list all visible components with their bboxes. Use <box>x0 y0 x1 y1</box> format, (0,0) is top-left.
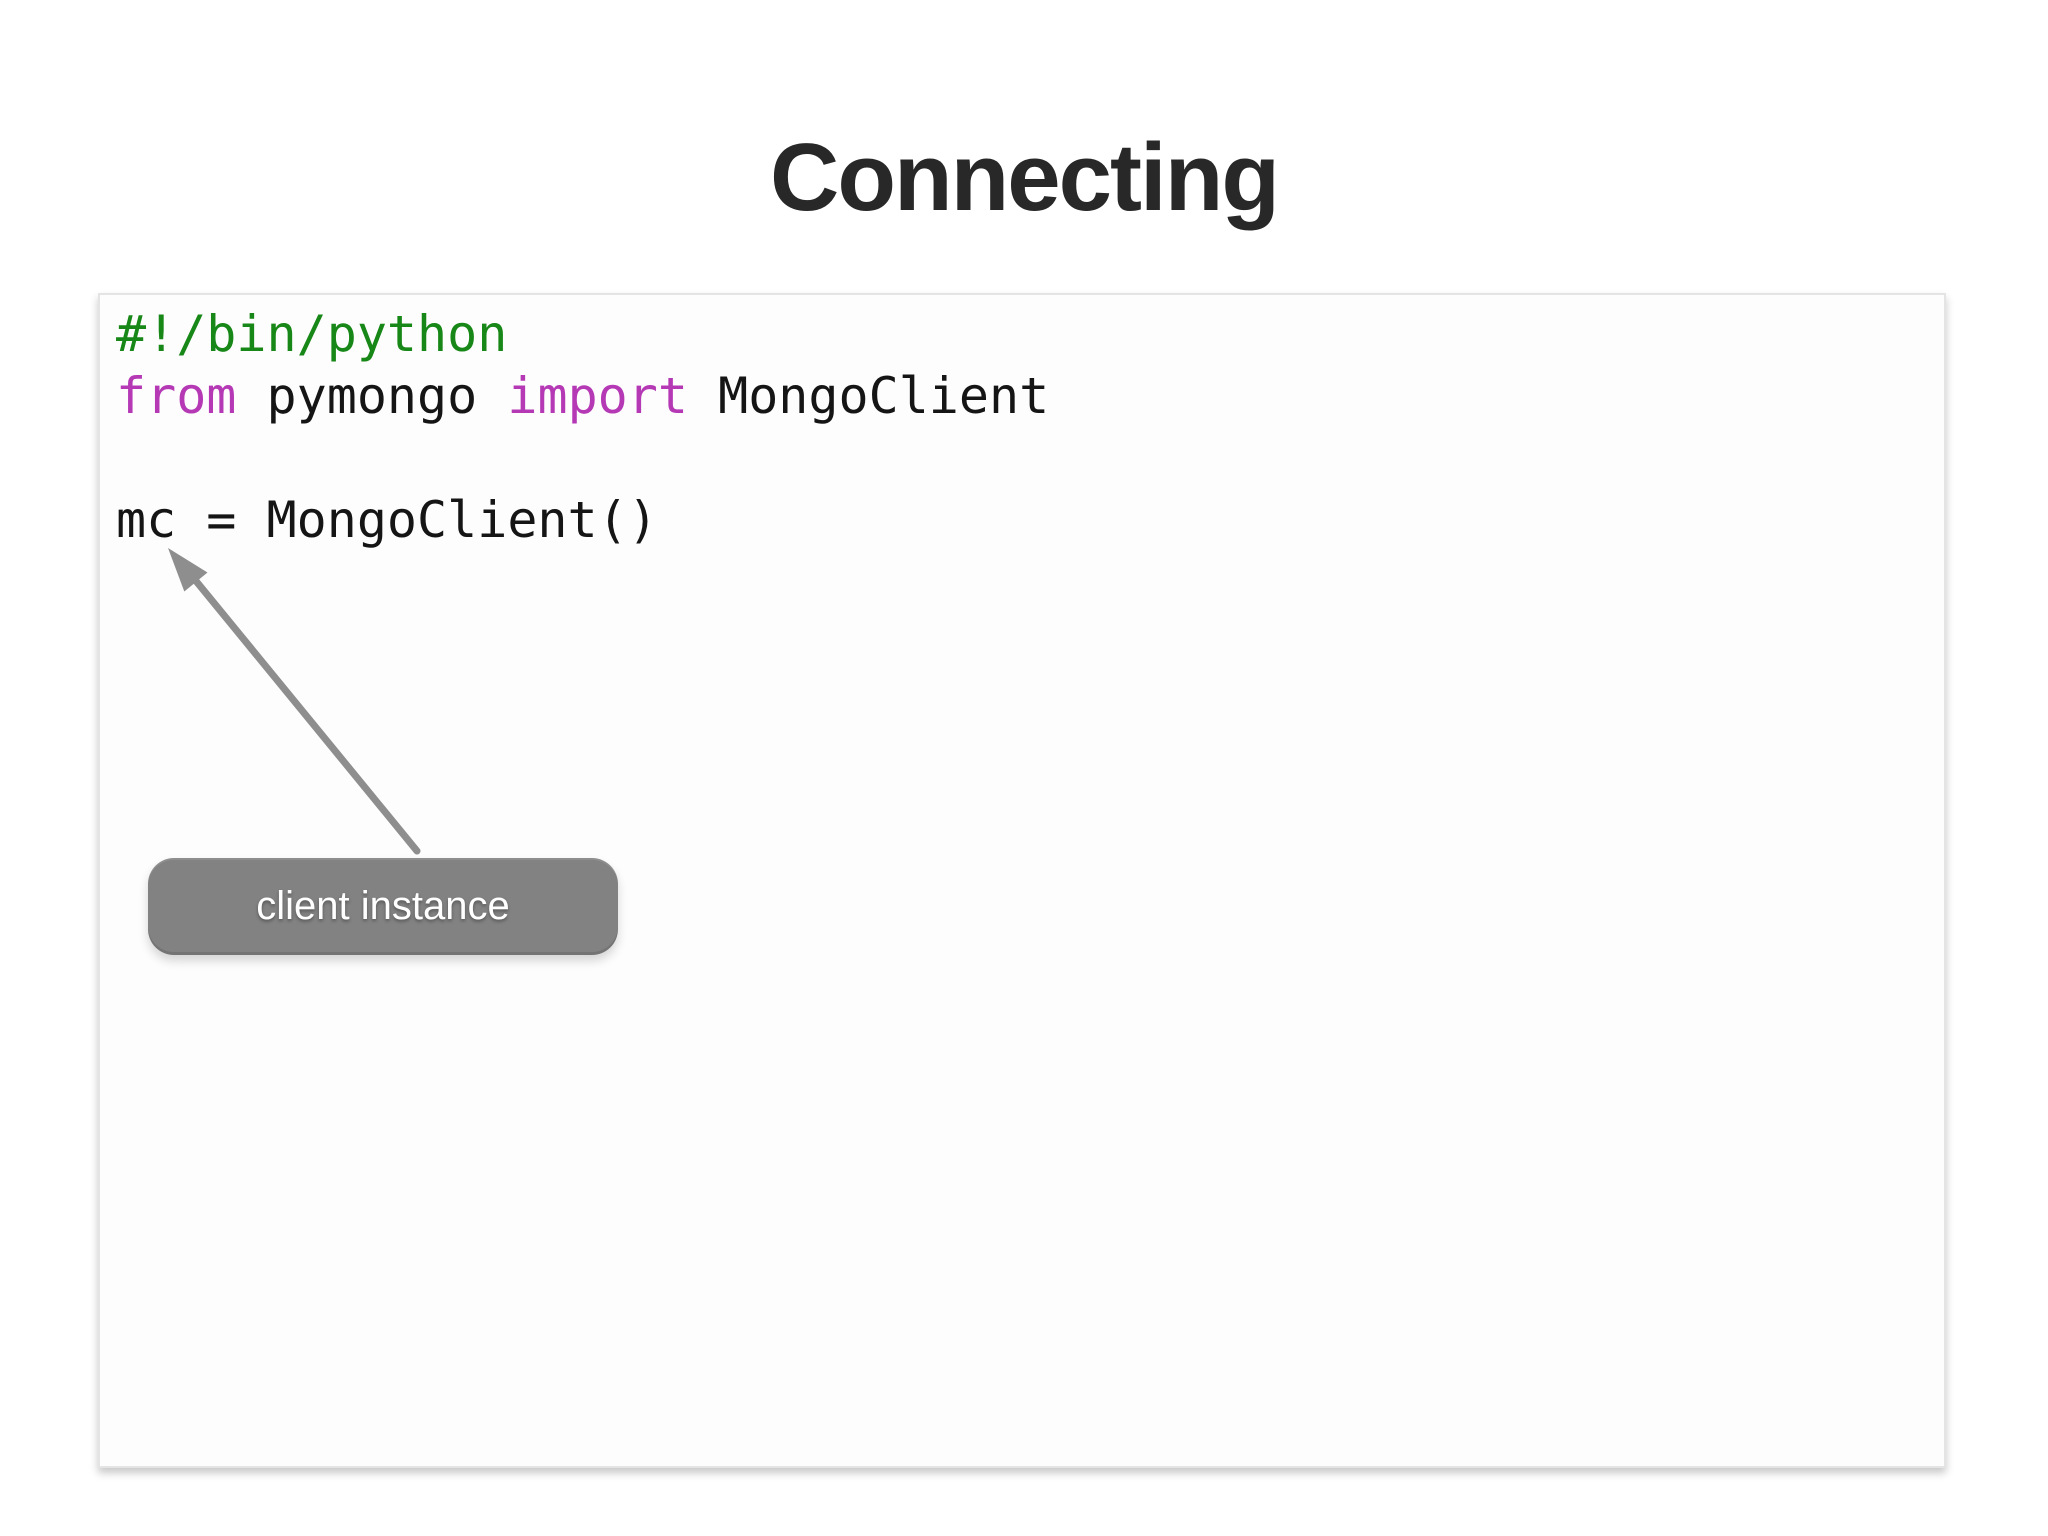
code-shebang-line: #!/bin/python <box>116 305 508 363</box>
code-keyword-import: import <box>507 367 688 425</box>
code-block: #!/bin/python from pymongo import MongoC… <box>100 295 1944 551</box>
code-assignment-line: mc = MongoClient() <box>116 491 658 549</box>
code-class-name: MongoClient <box>687 367 1050 425</box>
slide-title: Connecting <box>770 124 1280 231</box>
client-instance-badge: client instance <box>148 858 618 955</box>
code-module-name: pymongo <box>236 367 508 425</box>
client-instance-label: client instance <box>256 884 510 928</box>
code-keyword-from: from <box>116 367 237 425</box>
